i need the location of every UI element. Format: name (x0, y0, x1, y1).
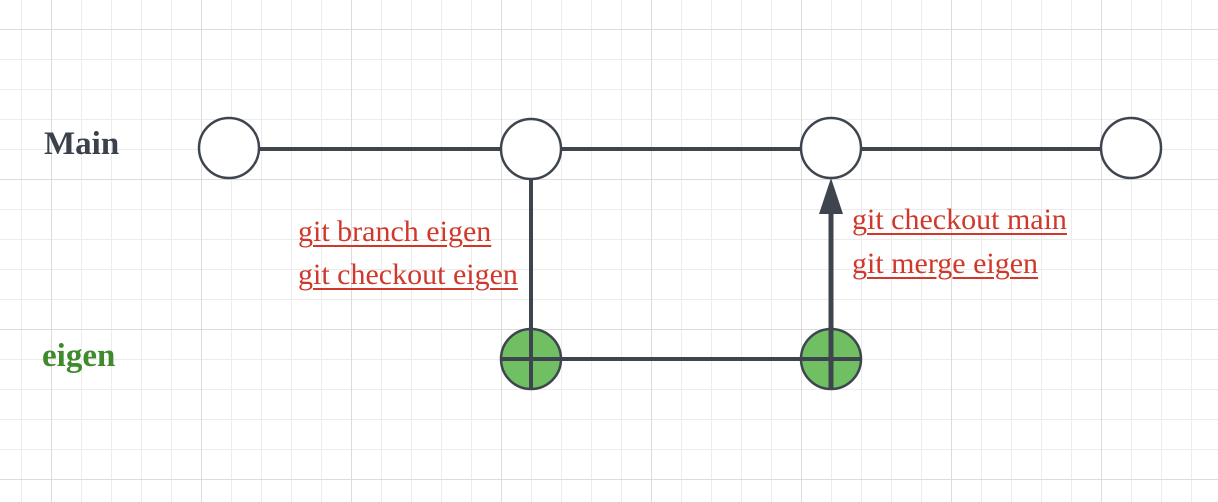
main-commit-node (499, 117, 563, 181)
command-text: git checkout eigen (298, 258, 518, 291)
merge-arrow-head (819, 178, 843, 214)
main-commit-node (799, 116, 863, 180)
branch-label-main: Main (44, 126, 120, 162)
main-commit-node (197, 116, 261, 180)
command-text: git branch eigen (298, 215, 492, 248)
main-commit-node (1099, 116, 1163, 180)
command-text: git checkout main (852, 203, 1067, 236)
annotation-branch-checkout: git branch eigen git checkout eigen (298, 210, 518, 296)
command-text: git merge eigen (852, 247, 1039, 280)
branch-label-eigen: eigen (42, 338, 116, 374)
annotation-checkout-merge: git checkout main git merge eigen (852, 198, 1067, 286)
